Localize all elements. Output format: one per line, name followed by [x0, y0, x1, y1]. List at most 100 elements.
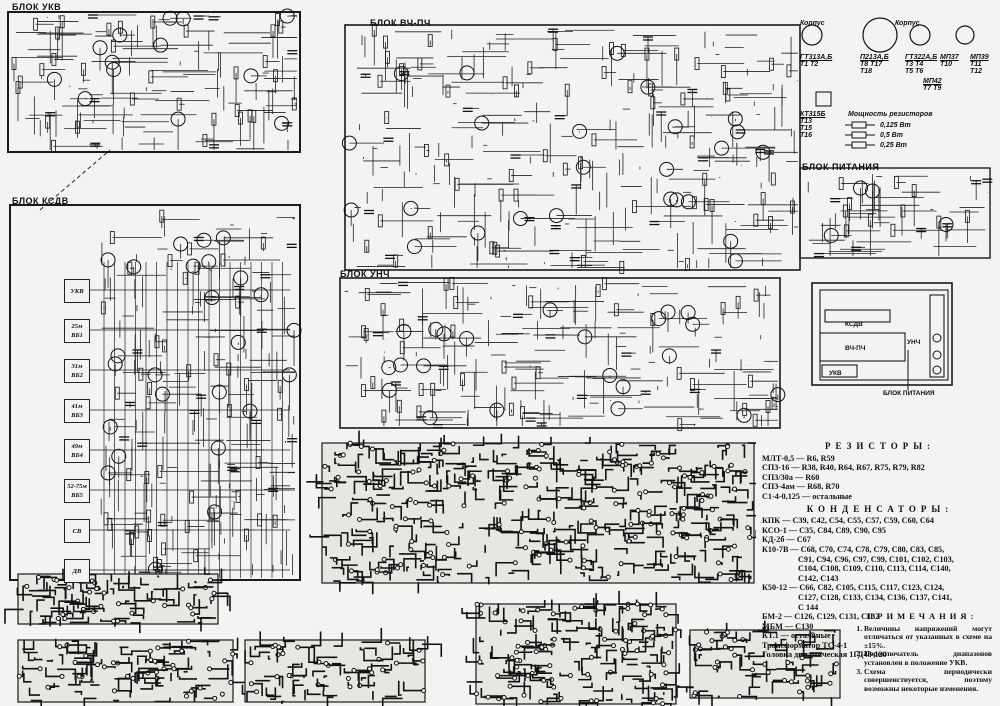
block-label-ukv: БЛОК УКВ: [12, 2, 62, 12]
pcb-trace: [497, 527, 502, 532]
pcb-pad: [580, 565, 586, 571]
pcb-trace: [337, 463, 357, 467]
pcb-trace: [800, 635, 816, 643]
pcb-trace: [49, 685, 60, 691]
pcb-trace: [210, 578, 232, 581]
pcb-trace: [179, 646, 197, 651]
pcb-trace: [457, 572, 473, 583]
resistor: [702, 172, 708, 186]
resistor: [193, 549, 199, 563]
pcb-trace: [90, 666, 93, 681]
resistor: [262, 55, 268, 68]
pcb-trace: [548, 446, 555, 460]
pcb-pad: [409, 538, 415, 544]
pcb-trace: [667, 467, 680, 472]
pcb-trace: [721, 449, 728, 460]
resistor: [838, 177, 844, 190]
resistor: [644, 47, 650, 61]
pcb-trace: [494, 502, 505, 509]
pcb-trace: [698, 654, 702, 659]
pcb-pad: [515, 643, 521, 649]
pcb-pad: [628, 521, 634, 527]
power-rating: 0,25 Вт: [880, 142, 907, 149]
pcb-trace: [686, 493, 703, 509]
pcb-trace: [711, 632, 723, 642]
pcb-pad: [653, 696, 659, 702]
pcb-trace: [397, 680, 402, 696]
resistor: [562, 162, 568, 176]
pcb-trace: [352, 439, 365, 447]
pcb-trace: [709, 506, 720, 509]
pcb-trace: [254, 645, 273, 651]
power-rating: 0,125 Вт: [880, 122, 911, 129]
transistor: [215, 230, 231, 246]
pcb-trace: [551, 622, 562, 632]
resistor: [753, 213, 759, 227]
pcb-pad: [646, 508, 652, 514]
transistor-pinout: [862, 17, 898, 53]
pcb-pad: [328, 486, 334, 492]
pcb-trace: [465, 465, 477, 468]
pcb-pad: [619, 441, 625, 447]
pcb-trace: [823, 629, 836, 633]
pcb-trace: [579, 702, 599, 706]
resistor: [233, 66, 239, 80]
pcb-trace: [99, 658, 103, 665]
pcb-trace: [64, 609, 84, 620]
pcb-trace: [251, 682, 263, 696]
capacitor-line: С104, С108, С109, С110, С113, С114, С140…: [798, 564, 951, 574]
resistor: [454, 177, 460, 191]
pcb-trace: [802, 656, 813, 659]
pcb-trace: [445, 462, 466, 477]
pcb-trace: [4, 608, 24, 624]
pcb-pad: [572, 605, 578, 611]
pcb-trace: [312, 670, 326, 677]
pcb-trace: [341, 532, 349, 543]
resistor: [674, 47, 680, 61]
pcb-pad: [441, 554, 447, 560]
pcb-pad: [581, 505, 587, 511]
resistor: [377, 74, 383, 88]
pcb-pad: [421, 562, 427, 568]
pcb-trace: [521, 646, 542, 648]
pcb-trace: [578, 675, 592, 681]
pcb-pad: [551, 636, 557, 642]
band-name: 41м: [71, 403, 83, 410]
transistor-list: Т8 Т17 Т18: [860, 61, 883, 75]
pcb-trace: [492, 449, 498, 463]
pcb-trace: [769, 644, 788, 658]
pcb-trace: [456, 462, 464, 466]
vch-pch-module: [819, 332, 906, 362]
resistor: [33, 17, 39, 31]
transistor: [610, 401, 626, 417]
pcb-trace: [36, 599, 45, 612]
pcb-trace: [194, 581, 197, 584]
pcb-pad: [666, 650, 672, 656]
pcb-trace: [177, 618, 196, 623]
pcb-pad: [681, 473, 687, 479]
pcb-pad: [588, 654, 594, 660]
pcb-pad: [514, 664, 520, 670]
pcb-trace: [809, 652, 823, 668]
pcb-pad: [148, 657, 154, 663]
pcb-trace: [567, 498, 583, 511]
pcb-pad: [522, 545, 528, 551]
resistor: [211, 112, 217, 126]
pcb-trace: [717, 695, 720, 699]
resistor: [890, 223, 896, 237]
resistor: [768, 216, 773, 229]
resistor: [443, 277, 449, 291]
note-item: Переключатель диапазонов установлен в по…: [864, 650, 992, 667]
transistor-list: Т3 Т4 Т5 Т6: [905, 61, 924, 75]
pcb-pad: [805, 684, 811, 690]
pcb-trace: [68, 652, 85, 654]
pcb-trace: [559, 457, 580, 472]
pcb-pad: [470, 473, 476, 479]
pcb-trace: [634, 685, 650, 690]
pcb-trace: [625, 698, 633, 703]
pcb-pad: [556, 496, 562, 502]
pcb-pad: [407, 497, 413, 503]
pcb-trace: [137, 675, 158, 680]
